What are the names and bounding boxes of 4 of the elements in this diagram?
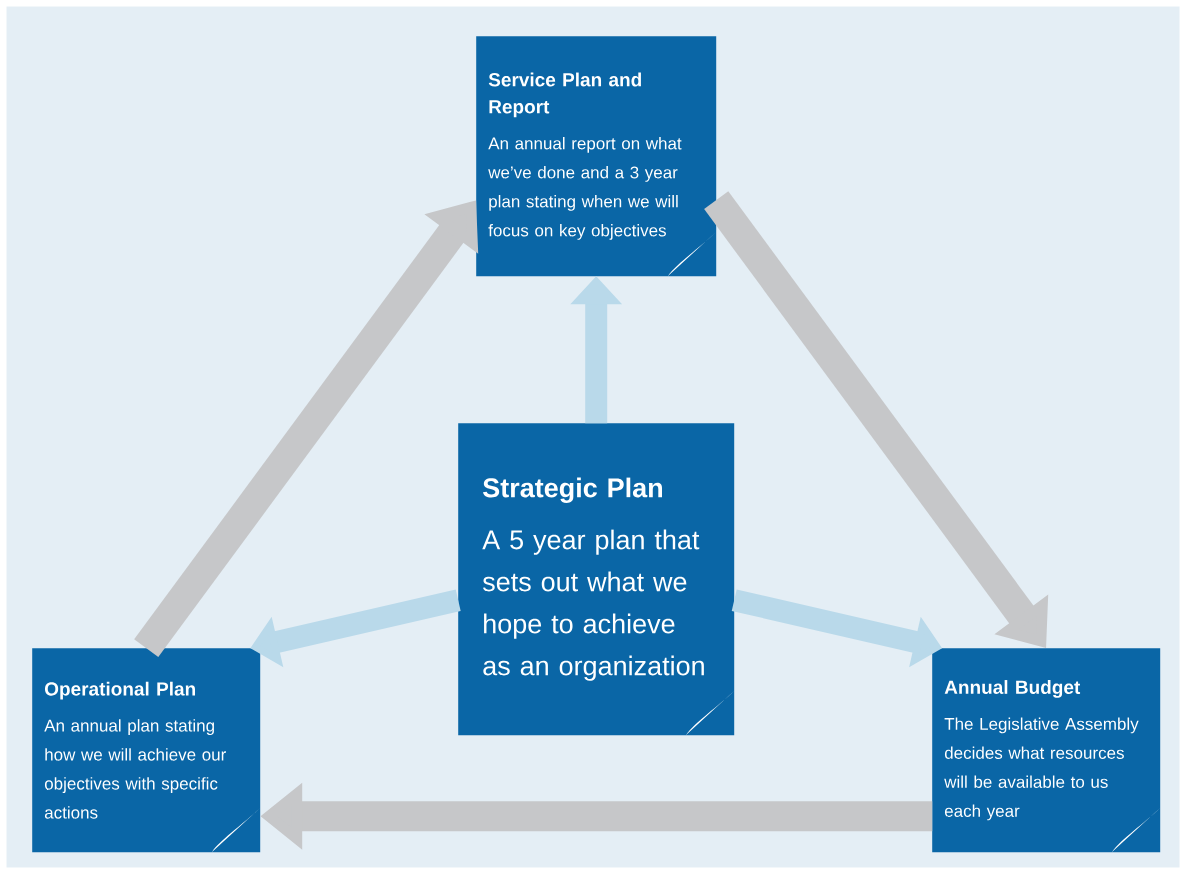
note-box: Operational Plan An annual plan stating how we will achieve our objectives with specific actions	[32, 648, 261, 853]
note-box: Service Plan and Report An annual report on what we’ve done and a 3 year plan stating when we will focus on key objectives	[476, 36, 717, 277]
note-box: Annual Budget The Legislative Assembly decides what resources will be available to us each year	[932, 648, 1161, 853]
note-box: Strategic Plan A 5 year plan that sets out what we hope to achieve as an organization	[458, 423, 735, 736]
